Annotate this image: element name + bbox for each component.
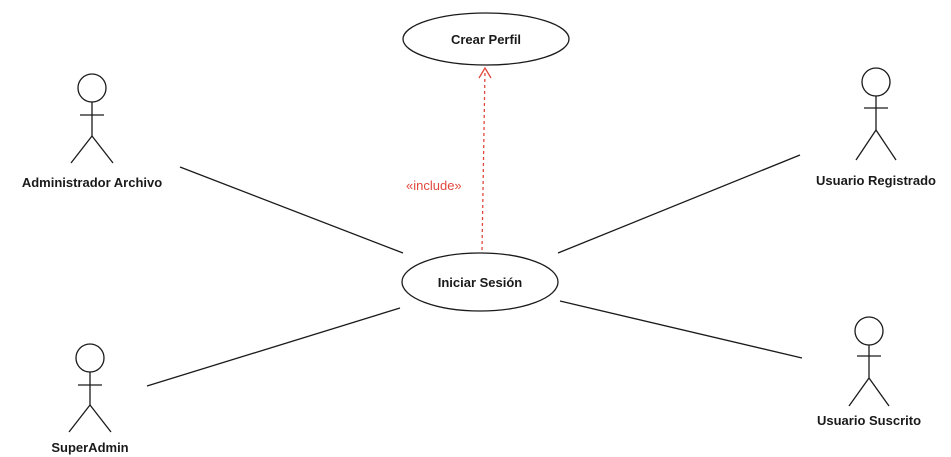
actor-usuario-registrado[interactable]: Usuario Registrado	[816, 67, 936, 188]
use-case-crear-perfil[interactable]: Crear Perfil	[402, 12, 570, 66]
use-case-crear-perfil-ellipse	[402, 12, 570, 66]
actor-usuario-registrado-label: Usuario Registrado	[816, 173, 936, 188]
association-admin-archivo	[179, 166, 404, 254]
actor-usuario-suscrito[interactable]: Usuario Suscrito	[817, 316, 921, 428]
use-case-iniciar-sesion-label: Iniciar Sesión	[438, 275, 523, 290]
actor-administrador-archivo[interactable]: Administrador Archivo	[22, 73, 162, 190]
use-case-iniciar-sesion[interactable]: Iniciar Sesión	[401, 252, 559, 312]
association-superadmin	[146, 307, 401, 387]
use-case-iniciar-sesion-ellipse	[401, 252, 559, 312]
use-case-crear-perfil-label: Crear Perfil	[451, 32, 521, 47]
include-line	[481, 69, 486, 251]
include-arrowhead	[478, 66, 492, 79]
stick-figure-icon	[855, 67, 897, 161]
actor-administrador-archivo-label: Administrador Archivo	[22, 175, 162, 190]
actor-usuario-suscrito-label: Usuario Suscrito	[817, 413, 921, 428]
stick-figure-icon	[68, 343, 112, 433]
actor-superadmin-label: SuperAdmin	[51, 440, 128, 455]
association-usuario-registrado	[557, 154, 801, 254]
association-usuario-suscrito	[559, 300, 803, 359]
include-stereotype-label: «include»	[406, 178, 462, 193]
stick-figure-icon	[70, 73, 114, 164]
stick-figure-icon	[848, 316, 890, 407]
include-dependency: «include»	[406, 66, 492, 251]
actor-superadmin[interactable]: SuperAdmin	[51, 343, 129, 455]
